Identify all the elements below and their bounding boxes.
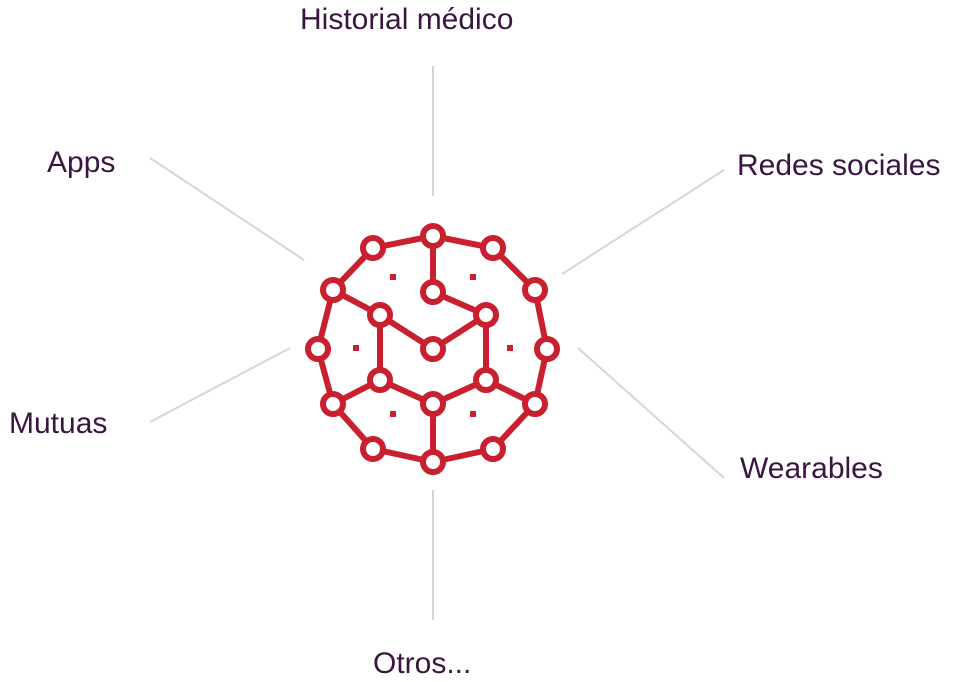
connector-upper-right (561, 169, 725, 275)
label-otros: Otros... (373, 647, 472, 680)
network-node (420, 279, 446, 305)
network-node (305, 336, 331, 362)
network-node (522, 277, 548, 303)
network-node (320, 391, 346, 417)
network-dot (470, 274, 476, 280)
network-dot (390, 411, 396, 417)
network-node (480, 436, 506, 462)
network-node (360, 436, 386, 462)
label-redes-sociales: Redes sociales (737, 149, 941, 182)
network-node (367, 367, 393, 393)
network-node (420, 449, 446, 475)
network-node (420, 336, 446, 362)
network-node (473, 367, 499, 393)
network-dot (470, 411, 476, 417)
label-mutuas: Mutuas (9, 407, 108, 440)
network-node (420, 391, 446, 417)
label-apps: Apps (47, 146, 116, 179)
network-dot (507, 345, 513, 351)
network-node (367, 302, 393, 328)
network-dot (353, 345, 359, 351)
network-node (320, 277, 346, 303)
network-node (360, 235, 386, 261)
network-node (473, 302, 499, 328)
network-node (420, 223, 446, 249)
connector-lines (149, 66, 725, 620)
connector-lower-right (577, 347, 725, 479)
label-historial-medico: Historial médico (300, 3, 514, 36)
network-dot (390, 274, 396, 280)
network-sphere-icon (305, 223, 560, 475)
label-wearables: Wearables (740, 452, 883, 485)
network-node (534, 336, 560, 362)
connector-upper-left (149, 157, 305, 261)
network-node (522, 391, 548, 417)
network-node (480, 235, 506, 261)
connector-lower-left (149, 347, 291, 423)
